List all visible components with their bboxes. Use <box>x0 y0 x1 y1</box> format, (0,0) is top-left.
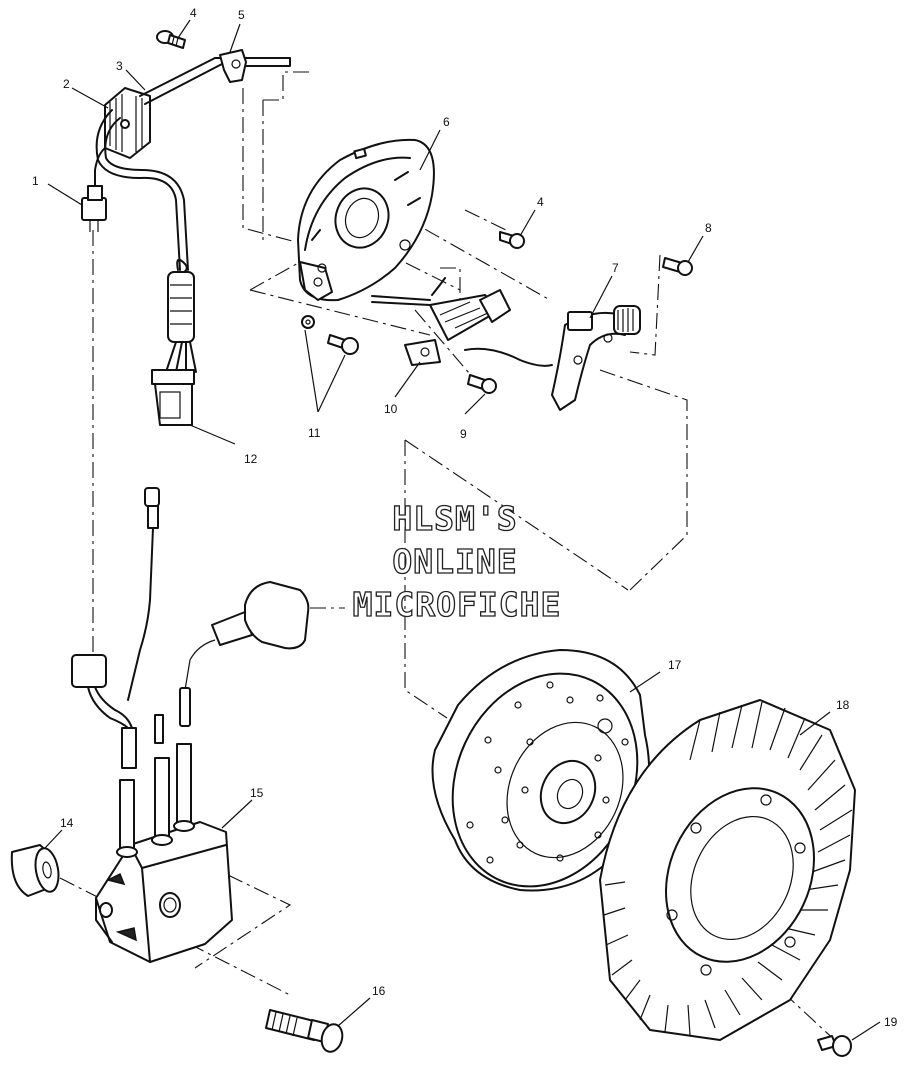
callout-18: 18 <box>836 698 850 712</box>
ignition-coil-part-15 <box>95 743 233 963</box>
screw-part-4-top <box>156 30 186 49</box>
coil-part-10 <box>371 277 511 366</box>
callout-16: 16 <box>372 984 386 998</box>
regulator-part-2 <box>104 87 151 159</box>
screw-part-4-right <box>499 231 525 249</box>
callout-2: 2 <box>63 77 70 91</box>
callout-4-top: 4 <box>190 6 197 20</box>
callout-5: 5 <box>238 8 245 22</box>
watermark: HLSM'S ONLINE MICROFICHE <box>352 498 562 624</box>
plug-connector-part-12 <box>151 369 195 426</box>
callout-4-right: 4 <box>537 195 544 209</box>
callout-10: 10 <box>384 402 398 416</box>
watermark-line-2: ONLINE <box>392 542 517 581</box>
fan-part-18 <box>599 699 856 1041</box>
callout-15: 15 <box>250 786 264 800</box>
callout-numbers: 1 2 3 4 5 6 4 7 8 9 10 11 12 14 15 16 17… <box>32 6 898 1029</box>
watermark-line-1: HLSM'S <box>392 499 517 538</box>
callout-11: 11 <box>308 426 321 440</box>
callout-9: 9 <box>460 427 467 441</box>
spark-plug-cap <box>179 581 310 727</box>
callout-6: 6 <box>443 115 450 129</box>
callout-17: 17 <box>668 658 682 672</box>
callout-7: 7 <box>612 261 619 275</box>
screw-part-9 <box>467 374 497 394</box>
connector-lower <box>71 654 137 769</box>
clamp-part-5 <box>219 49 247 83</box>
watermark-line-3: MICROFICHE <box>353 585 562 624</box>
callout-14: 14 <box>60 816 74 830</box>
callout-8: 8 <box>705 221 712 235</box>
stator-plate-part-6 <box>297 138 435 302</box>
callout-19: 19 <box>884 1015 898 1029</box>
screw-part-19 <box>817 1035 852 1057</box>
bolt-part-16 <box>265 1009 344 1053</box>
wire-lead <box>127 487 164 744</box>
screw-part-8 <box>662 257 693 276</box>
callout-1: 1 <box>32 174 39 188</box>
screw-washer-part-11 <box>301 315 359 355</box>
callout-3: 3 <box>116 59 123 73</box>
wire-harness-part-3 <box>95 57 291 373</box>
spacer-part-14 <box>10 844 60 897</box>
coil-part-7 <box>464 305 641 411</box>
callout-12: 12 <box>244 452 258 466</box>
leader-lines <box>44 19 881 1041</box>
